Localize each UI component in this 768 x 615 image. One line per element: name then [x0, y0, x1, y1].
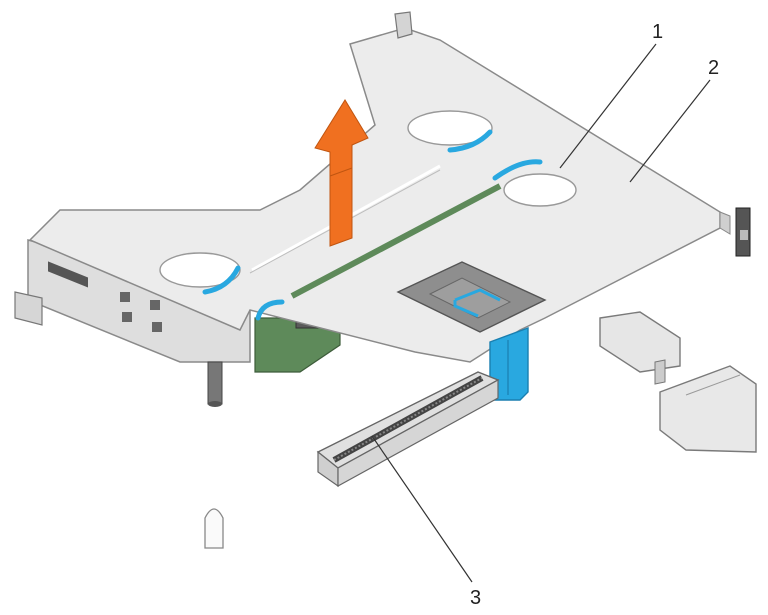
callout-leader-3 [371, 435, 473, 583]
hole-rear [407, 110, 493, 146]
hole-front [503, 173, 577, 207]
bracket-tab-top [394, 11, 413, 39]
left-side-plate [14, 239, 251, 363]
expansion-slot-strip [290, 183, 502, 299]
callout-number-1: 1 [652, 21, 663, 43]
edge-latch [735, 207, 751, 257]
callout-number-3: 3 [470, 587, 481, 609]
slot-cover-piece [659, 365, 757, 453]
hole-left [159, 252, 241, 288]
standoff-post [207, 361, 223, 407]
callout-leader-1 [559, 43, 657, 169]
blue-accent-marks [202, 129, 543, 321]
arrow-up-icon [314, 99, 369, 247]
expansion-card-connector [316, 371, 500, 488]
callout-leader-2 [629, 79, 711, 183]
blue-tab-icon [453, 288, 501, 318]
side-bracket-piece [599, 311, 681, 385]
callout-number-2: 2 [708, 57, 719, 79]
alignment-pin [204, 508, 224, 549]
bracket-front-edge [719, 211, 731, 235]
